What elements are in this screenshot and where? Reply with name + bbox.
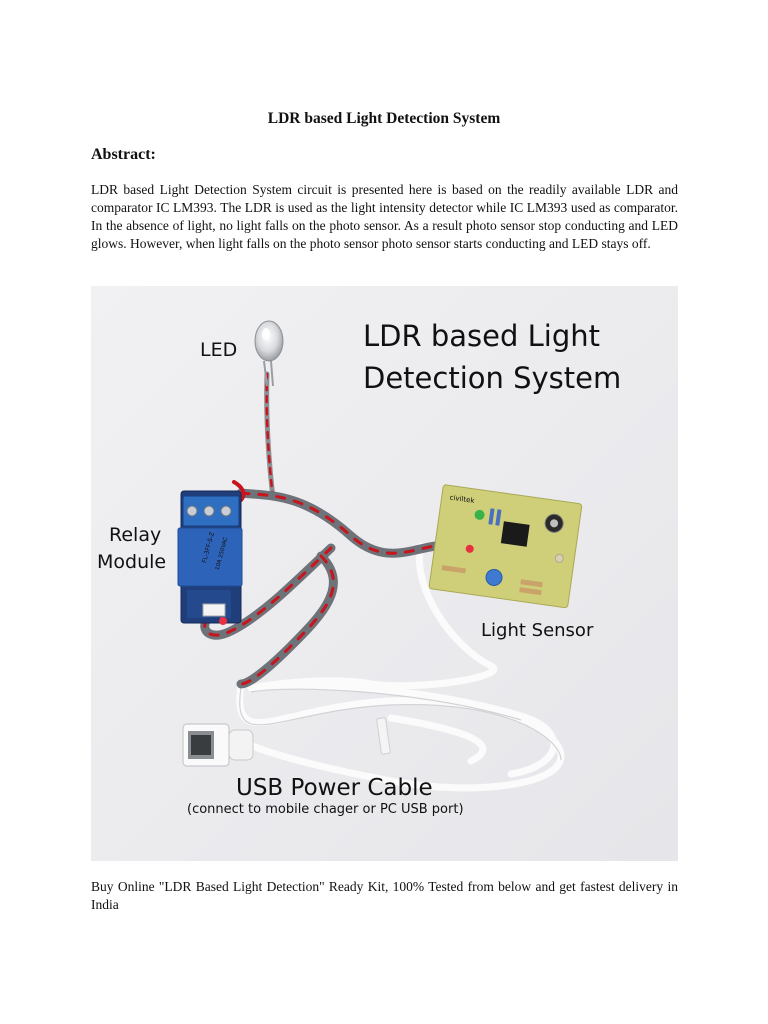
- light-sensor-board: civiltek: [428, 484, 583, 609]
- label-relay-line-1: Relay: [109, 524, 161, 546]
- usb-cable: [236, 542, 565, 792]
- product-photo-illustration: FL-3FF-S-Z 10A 250VAC civiltek: [91, 286, 678, 861]
- abstract-paragraph: LDR based Light Detection System circuit…: [91, 182, 678, 251]
- pcb-marking: civiltek: [449, 494, 476, 506]
- relay-module: FL-3FF-S-Z 10A 250VAC: [177, 490, 243, 625]
- document-title: LDR based Light Detection System: [267, 110, 501, 127]
- usb-plug: [182, 723, 254, 767]
- figure-title-line-1: LDR based Light: [363, 319, 600, 353]
- label-usb-cable: USB Power Cable: [236, 775, 433, 801]
- wrapped-wire: [200, 371, 456, 689]
- label-led: LED: [200, 339, 237, 361]
- product-photo: FL-3FF-S-Z 10A 250VAC civiltek: [91, 286, 678, 861]
- cable-tie: [376, 717, 391, 755]
- label-usb-note: (connect to mobile chager or PC USB port…: [187, 802, 464, 817]
- led-component: [254, 320, 284, 387]
- label-relay-line-2: Module: [97, 551, 166, 573]
- abstract-heading: Abstract:: [91, 146, 156, 163]
- purchase-caption: Buy Online "LDR Based Light Detection" R…: [91, 879, 678, 912]
- figure-title-line-2: Detection System: [363, 361, 621, 395]
- label-light-sensor: Light Sensor: [481, 620, 594, 641]
